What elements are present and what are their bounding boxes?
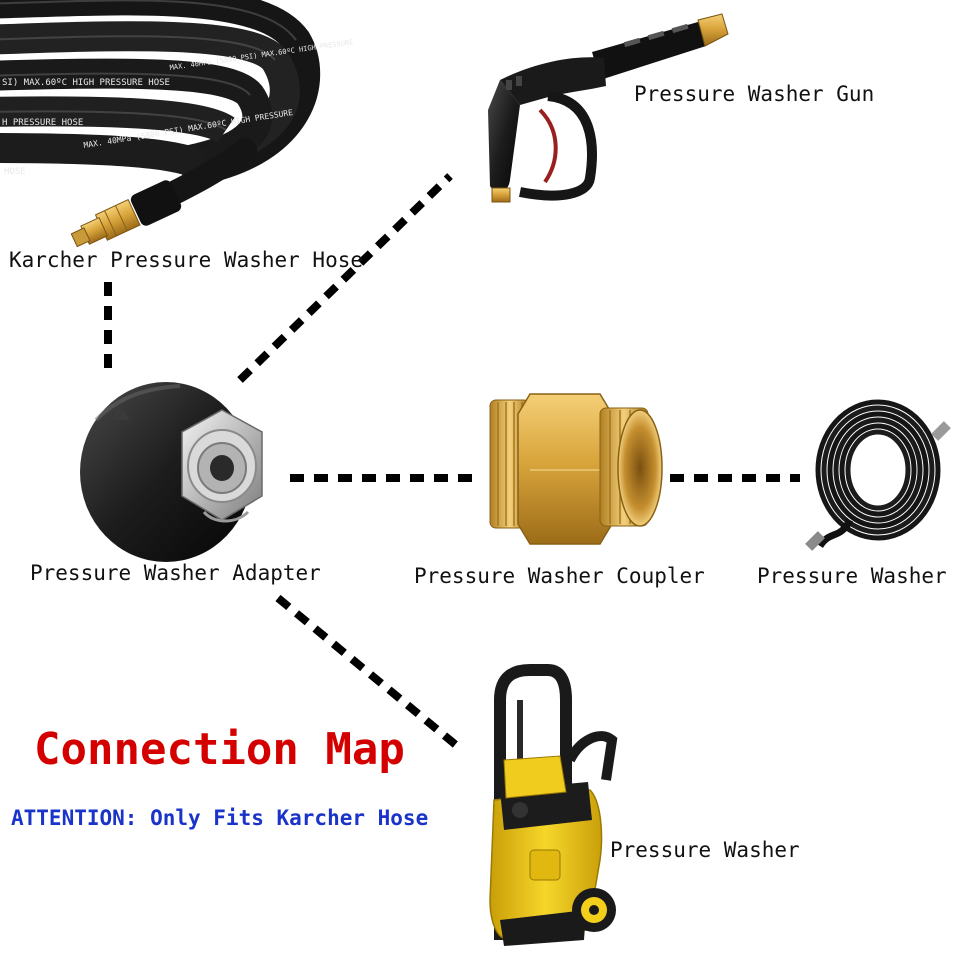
connector-adapter-to-machine: [275, 594, 465, 754]
connector-lines: [104, 173, 800, 754]
label-washer-adapter: Pressure Washer Adapter: [30, 561, 321, 585]
label-washer-machine: Pressure Washer: [610, 838, 800, 862]
label-washer-hose: Pressure Washer: [757, 564, 947, 588]
label-karcher-hose: Karcher Pressure Washer Hose: [9, 248, 364, 272]
map-title: Connection Map: [34, 724, 405, 775]
connector-adapter-to-gun: [237, 173, 453, 383]
label-washer-gun: Pressure Washer Gun: [634, 82, 875, 106]
brass-coupler-icon: [489, 393, 663, 545]
label-washer-coupler: Pressure Washer Coupler: [414, 564, 705, 588]
coiled-hose-with-brass-fitting-icon: SI) MAX.60ºC HIGH PRESSURE HOSE MAX. 40M…: [0, 0, 354, 248]
hose-print-line-1: SI) MAX.60ºC HIGH PRESSURE HOSE: [2, 78, 170, 88]
hose-print-line-5: HOSE: [4, 167, 26, 177]
hose-print-line-3: H PRESSURE HOSE: [2, 118, 83, 128]
attention-note: ATTENTION: Only Fits Karcher Hose: [11, 806, 429, 830]
pressure-washer-machine-icon: [489, 664, 618, 946]
spray-gun-icon: [488, 13, 729, 203]
coiled-hose-icon: [805, 399, 951, 551]
adapter-fitting-icon: [80, 382, 263, 562]
